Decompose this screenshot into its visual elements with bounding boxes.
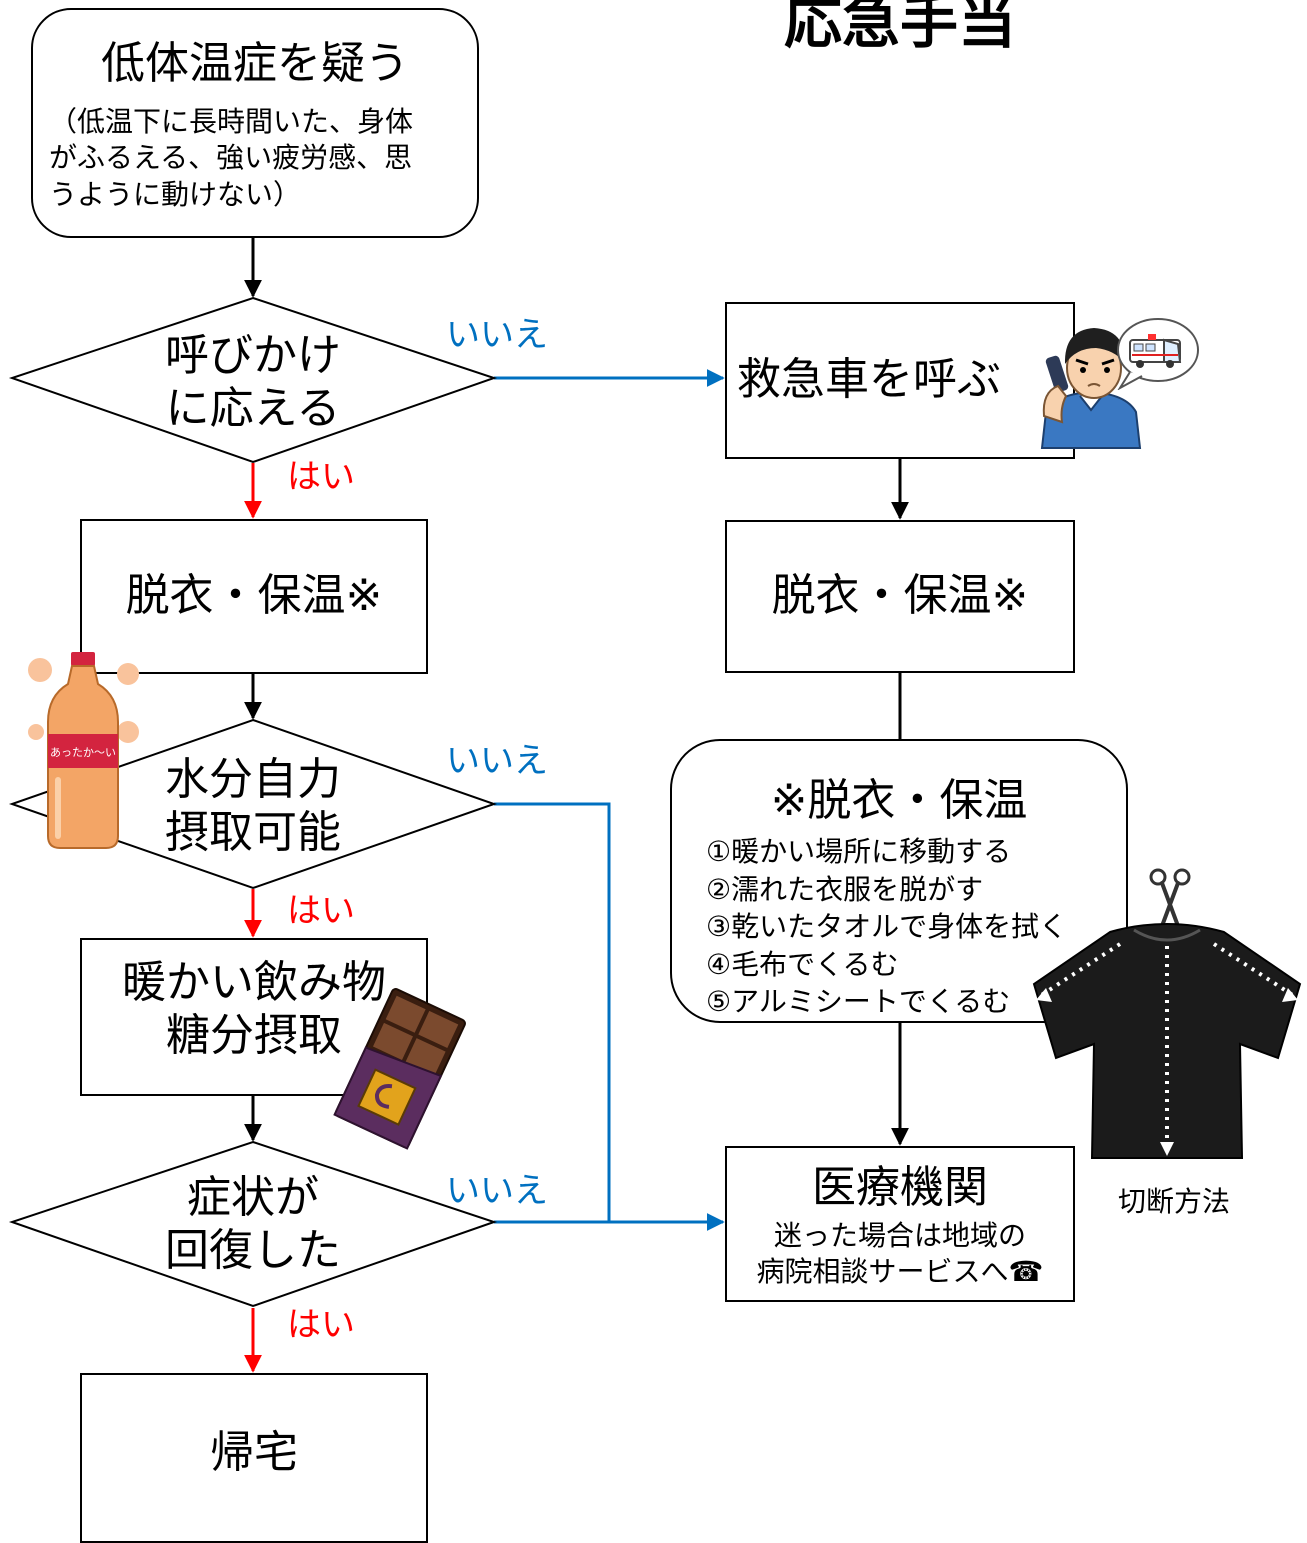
medical-title: 医療機関: [812, 1162, 988, 1213]
warm-drink-line: 糖分摂取: [166, 1009, 342, 1061]
node-undress-right: 脱衣・保温※: [725, 520, 1075, 673]
scissors-icon: [1149, 868, 1191, 928]
decision-recover-line: 回復した: [165, 1224, 341, 1276]
note-step: ③乾いたタオルで身体を拭く: [706, 910, 1068, 944]
node-undress-left: 脱衣・保温※: [80, 519, 428, 674]
suspect-detail: （低温下に長時間いた、身体 がふるえる、強い疲労感、思 うように動けない）: [49, 104, 469, 213]
label-yes-drink: はい: [287, 891, 355, 931]
label-no-recover: いいえ: [446, 1171, 548, 1211]
ambulance-icon: [1117, 318, 1199, 390]
go-home-label: 帰宅: [210, 1426, 298, 1478]
node-suspect: 低体温症を疑う （低温下に長時間いた、身体 がふるえる、強い疲労感、思 うように…: [31, 8, 479, 238]
decision-recover: 症状が 回復した: [103, 1172, 403, 1278]
sweater-caption: 切断方法: [1117, 1185, 1230, 1218]
suspect-detail-line: がふるえる、強い疲労感、思: [49, 141, 413, 175]
bottle-icon: あったか〜い: [28, 652, 139, 849]
medical-detail-line: 病院相談サービスへ☎: [756, 1255, 1044, 1289]
label-no-respond: いいえ: [446, 315, 548, 355]
node-go-home: 帰宅: [80, 1373, 428, 1543]
medical-detail-line: 迷った場合は地域の: [773, 1219, 1026, 1252]
label-yes-recover: はい: [287, 1305, 355, 1345]
sweater-icon: [1032, 923, 1302, 1159]
page-title: 応急手当: [783, 0, 1016, 56]
note-step: ②濡れた衣服を脱がす: [706, 872, 984, 906]
note-title: ※脱衣・保温: [770, 775, 1028, 826]
bottle-label: あったか〜い: [50, 746, 116, 759]
note-steps: ①暖かい場所に移動する ②濡れた衣服を脱がす ③乾いたタオルで身体を拭く ④毛布…: [706, 833, 1126, 1021]
node-medical: 医療機関 迷った場合は地域の 病院相談サービスへ☎: [725, 1146, 1075, 1302]
warm-drink-line: 暖かい飲み物: [122, 957, 386, 1008]
decision-drink: 水分自力 摂取可能: [103, 754, 403, 860]
line-no-drink: [494, 802, 611, 1222]
note-step: ①暖かい場所に移動する: [706, 835, 1012, 868]
label-yes-respond: はい: [287, 457, 355, 497]
phone-caller-icon: [1040, 328, 1142, 449]
decision-respond-shape: [8, 296, 498, 464]
note-step: ④毛布でくるむ: [706, 947, 899, 981]
decision-drink-line: 水分自力: [165, 754, 341, 805]
chocolate-icon: [333, 988, 466, 1150]
label-no-drink: いいえ: [446, 741, 548, 781]
suspect-detail-line: うように動けない）: [49, 177, 302, 211]
decision-respond-line: に応える: [165, 382, 341, 434]
decision-respond-line: 呼びかけ: [165, 330, 341, 381]
call-ambulance-label: 救急車を呼ぶ: [737, 354, 1001, 405]
note-step: ⑤アルミシートでくるむ: [706, 985, 1011, 1019]
medical-detail: 迷った場合は地域の 病院相談サービスへ☎: [727, 1218, 1073, 1291]
decision-respond: 呼びかけ に応える: [103, 330, 403, 436]
warm-drink-text: 暖かい飲み物 糖分摂取: [82, 957, 426, 1063]
decision-drink-line: 摂取可能: [165, 806, 341, 858]
suspect-detail-line: （低温下に長時間いた、身体: [49, 105, 414, 138]
suspect-title: 低体温症を疑う: [101, 38, 409, 89]
decision-recover-line: 症状が: [187, 1172, 319, 1223]
undress-left-label: 脱衣・保温※: [125, 570, 383, 622]
node-call-ambulance: 救急車を呼ぶ: [725, 302, 1075, 459]
cut-lines: [1038, 942, 1296, 1148]
decision-recover-shape: [8, 1140, 498, 1308]
undress-right-label: 脱衣・保温※: [771, 570, 1029, 622]
